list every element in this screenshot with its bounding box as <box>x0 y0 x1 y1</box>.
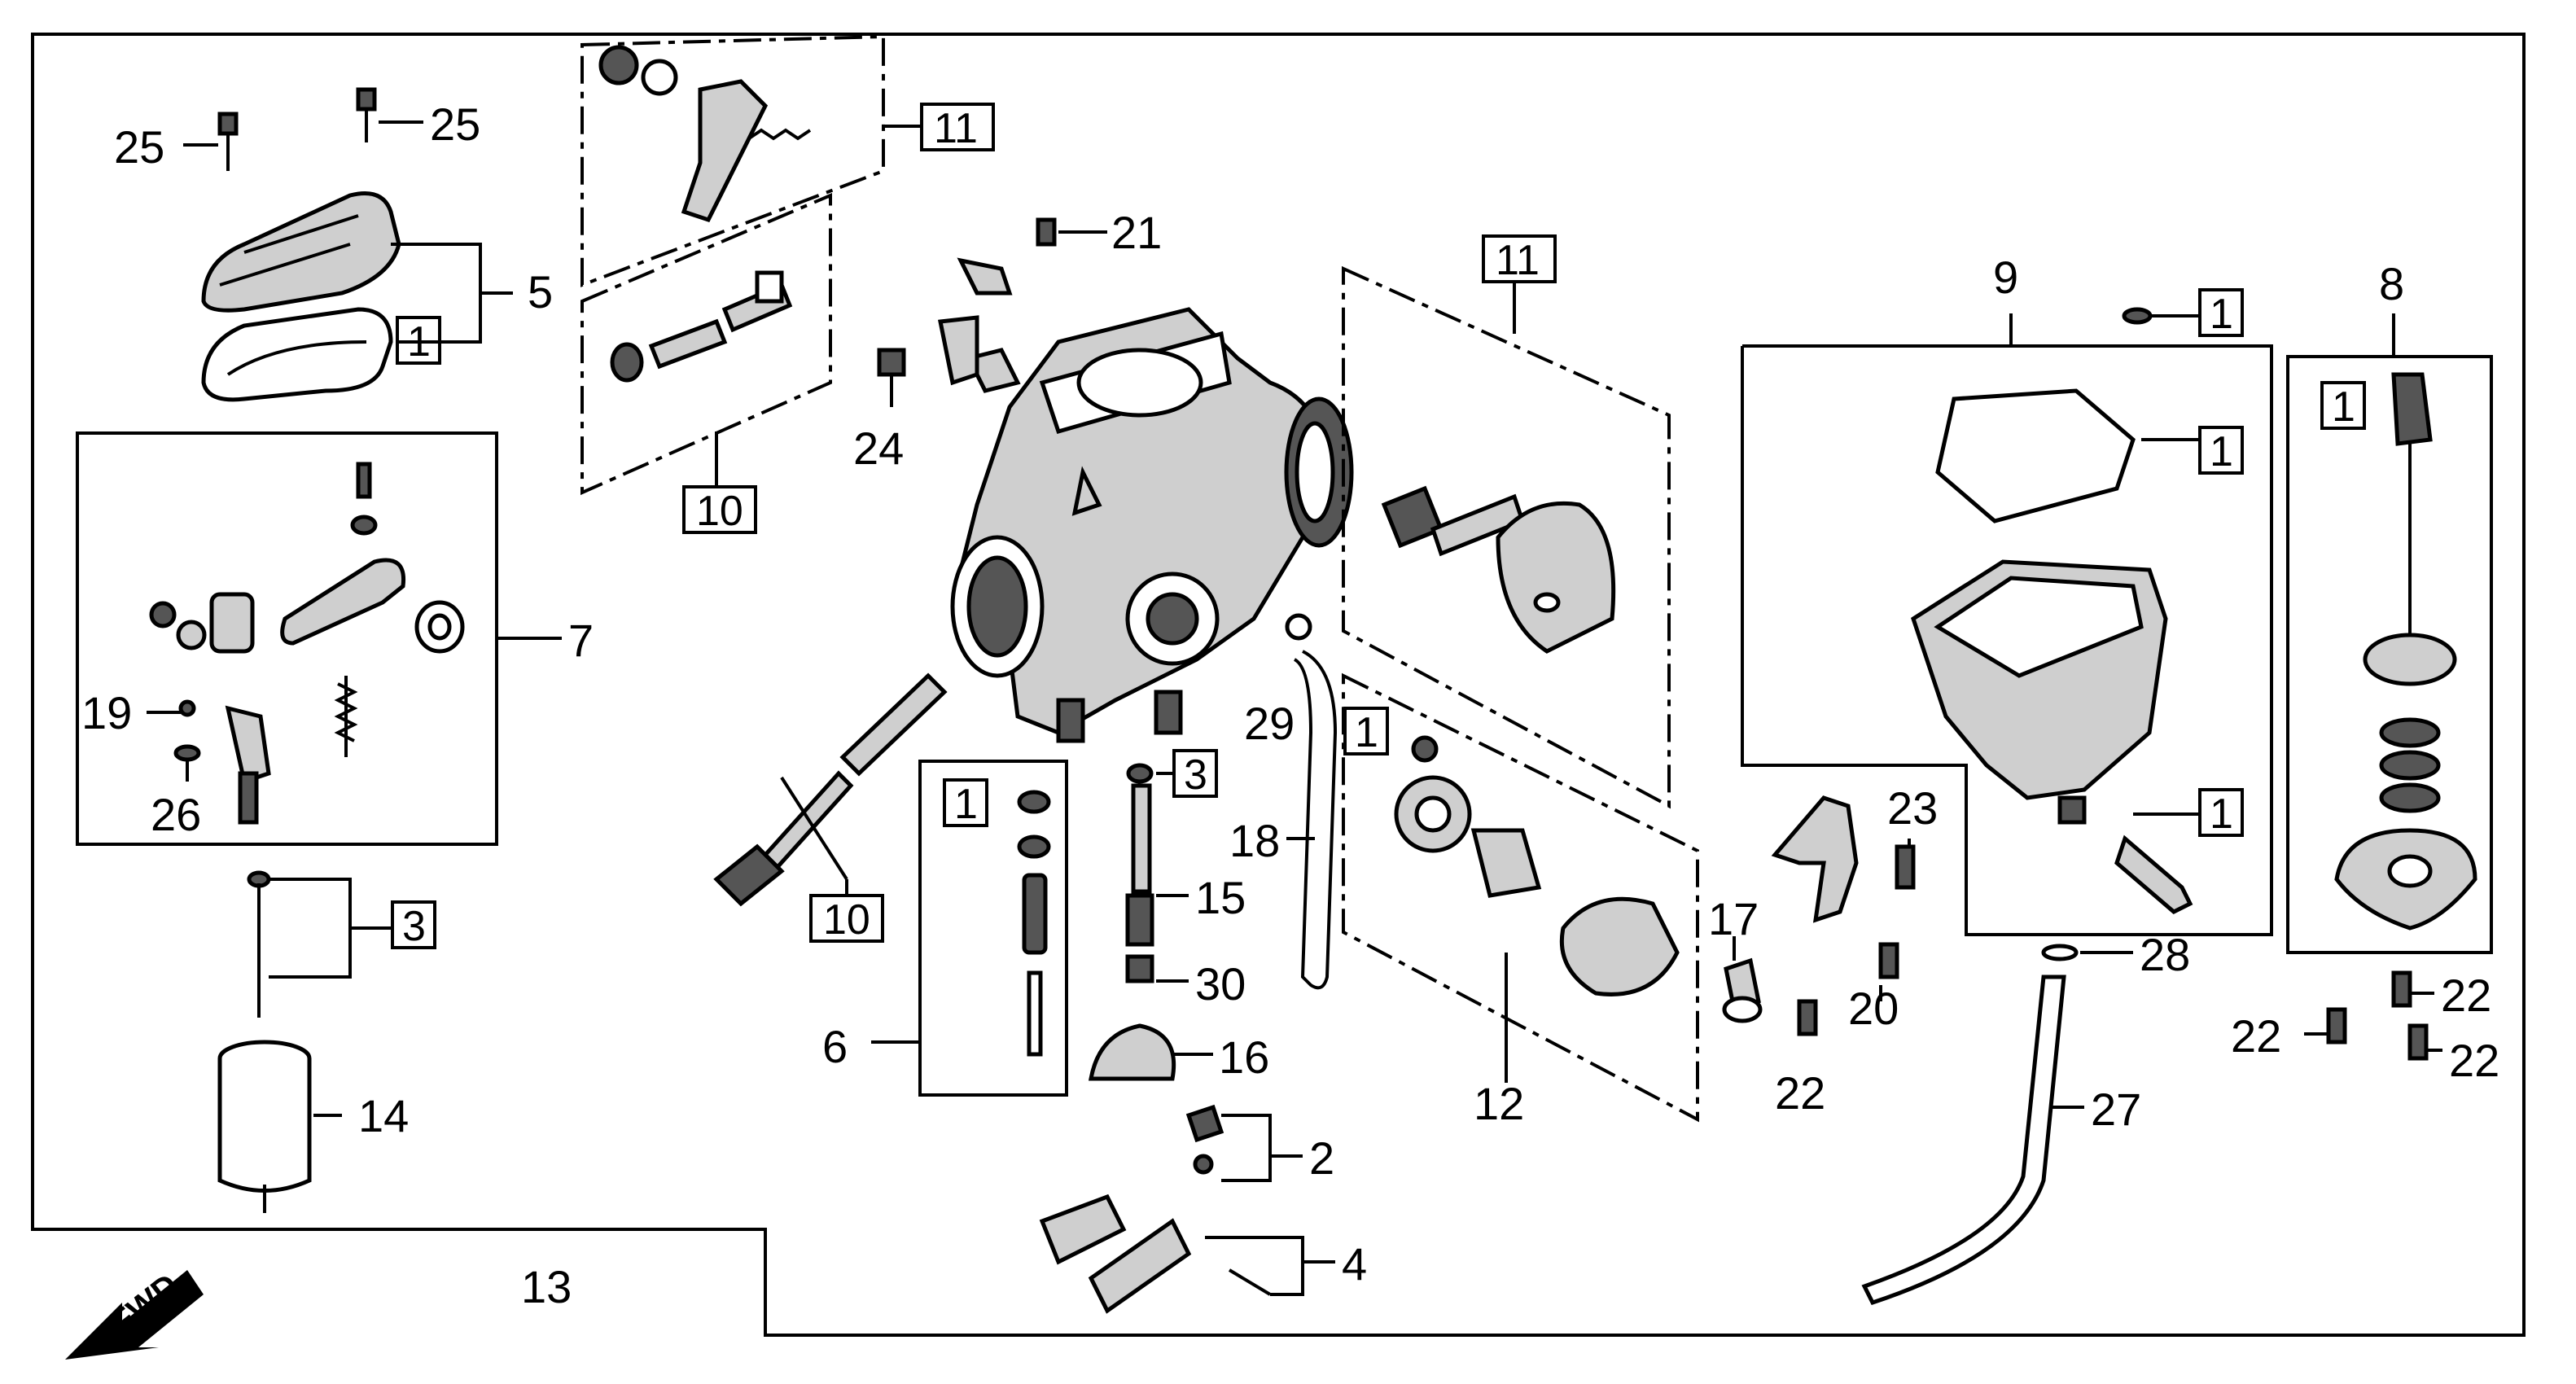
vacuum-piston <box>217 1040 312 1213</box>
boxed-callout-1-drain: 1 <box>2198 788 2244 838</box>
callout-12: 12 <box>1474 1078 1524 1129</box>
svg-text:11: 11 <box>934 105 978 152</box>
throttle-valve-parts <box>1381 485 1616 654</box>
callout-20: 20 <box>1848 983 1899 1034</box>
jet-set-parts <box>1017 790 1051 1057</box>
callout-5: 5 <box>528 266 553 318</box>
boxed-callout-3-main-jet: 3 <box>1172 749 1218 799</box>
svg-text:1: 1 <box>954 781 978 828</box>
boxed-callout-11-top: 11 <box>920 103 995 152</box>
float-bowl-parts <box>1911 307 2193 914</box>
callout-23: 23 <box>1887 782 1938 834</box>
callout-2: 2 <box>1309 1132 1334 1184</box>
svg-text:1: 1 <box>2210 291 2233 338</box>
jet-needle-group <box>247 870 391 1018</box>
callout-14: 14 <box>358 1090 409 1141</box>
forward-arrow-icon <box>65 1270 204 1360</box>
callout-18: 18 <box>1229 815 1280 866</box>
callout-19: 19 <box>81 687 132 738</box>
float-valve-parts <box>2334 372 2477 931</box>
accelerator-pump-box <box>1342 672 1699 1123</box>
pilot-screw-box <box>580 192 832 496</box>
callout-22-left: 22 <box>2231 1010 2281 1062</box>
carburetor-body <box>877 217 1354 743</box>
boxed-callout-1-bowl-gasket: 1 <box>2198 426 2244 475</box>
callout-29: 29 <box>1244 698 1295 749</box>
svg-text:3: 3 <box>402 903 426 950</box>
top-cover-group <box>183 87 513 402</box>
callout-25-left: 25 <box>114 121 164 173</box>
svg-text:1: 1 <box>2210 428 2233 475</box>
callout-15: 15 <box>1195 872 1246 923</box>
svg-text:1: 1 <box>407 318 431 366</box>
boxed-callout-10-bottom: 10 <box>809 894 884 944</box>
accelerator-pump-parts <box>1394 735 1680 996</box>
boxed-callout-1-jet-set: 1 <box>943 778 988 828</box>
choke-lever-parts <box>598 45 812 223</box>
top-cover <box>201 191 401 313</box>
main-jet-column <box>1089 763 1176 1081</box>
svg-text:1: 1 <box>2332 383 2355 431</box>
callout-22-upper-right: 22 <box>2441 970 2491 1021</box>
drain-tube <box>1861 974 2066 1306</box>
screw-25-right <box>356 87 377 142</box>
jet-set-box <box>918 760 1068 1097</box>
callout-13: 13 <box>521 1261 572 1312</box>
callout-26: 26 <box>151 789 201 840</box>
forward-direction-indicator: FWD <box>65 1267 204 1360</box>
boxed-callout-1-bowl-screw: 1 <box>2198 288 2244 338</box>
overflow-tube <box>1293 650 1338 990</box>
callout-25-right: 25 <box>430 99 480 150</box>
boxed-callout-10-top: 10 <box>682 485 757 535</box>
boxed-callout-11-mid: 11 <box>1482 234 1557 284</box>
callout-28: 28 <box>2140 929 2190 980</box>
callout-30: 30 <box>1195 958 1246 1010</box>
callout-4: 4 <box>1342 1238 1367 1290</box>
pilot-screw-parts <box>610 270 793 383</box>
callout-7: 7 <box>568 615 594 666</box>
boxed-callout-3-jet-needle: 3 <box>391 900 436 950</box>
parts-2-and-4 <box>1039 1104 1272 1314</box>
screw-25-left <box>217 112 239 171</box>
callout-6: 6 <box>822 1021 848 1072</box>
callout-21: 21 <box>1111 207 1162 258</box>
svg-text:11: 11 <box>1496 237 1540 284</box>
callout-22-lower-right: 22 <box>2449 1035 2499 1086</box>
boxed-callout-1-float: 1 <box>2320 381 2366 431</box>
boxed-callout-1-cutoff: 1 <box>1343 707 1389 756</box>
svg-text:1: 1 <box>1355 709 1378 756</box>
throttle-arm-parts <box>147 462 465 825</box>
boxed-callout-1-top-cover-gasket: 1 <box>396 316 441 366</box>
callout-17: 17 <box>1708 893 1759 944</box>
top-cover-gasket <box>201 307 393 402</box>
throttle-valve-box <box>1342 265 1671 809</box>
svg-text:10: 10 <box>696 488 743 535</box>
float-valve-box <box>2286 355 2493 954</box>
throttle-stop-screw <box>713 672 948 907</box>
float-bowl-box <box>1741 344 2273 936</box>
callout-9: 9 <box>1993 252 2018 303</box>
callout-8: 8 <box>2379 258 2404 309</box>
svg-text:10: 10 <box>823 896 870 944</box>
svg-text:1: 1 <box>2210 791 2233 838</box>
main-assembly-outline <box>31 33 2526 1337</box>
callout-16: 16 <box>1219 1031 1269 1083</box>
svg-text:3: 3 <box>1184 751 1207 799</box>
callout-22-bottom: 22 <box>1775 1067 1825 1119</box>
callout-24: 24 <box>853 423 904 474</box>
small-parts-right <box>1722 795 2429 1061</box>
callout-27: 27 <box>2091 1084 2141 1135</box>
